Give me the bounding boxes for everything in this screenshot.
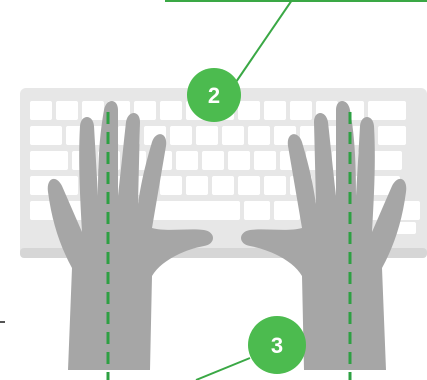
keyboard-key <box>186 176 208 195</box>
keyboard-key <box>264 101 286 120</box>
keyboard-key <box>212 176 234 195</box>
keyboard-key <box>274 201 300 220</box>
keyboard-key <box>160 176 182 195</box>
keyboard-key <box>160 101 182 120</box>
keyboard-key <box>30 201 56 220</box>
badge-3-label: 3 <box>271 333 283 358</box>
keyboard-key <box>248 126 270 145</box>
right-hand <box>241 101 407 370</box>
badge-2: 2 <box>187 68 241 122</box>
keyboard-key <box>82 101 104 120</box>
keyboard-key <box>264 176 286 195</box>
keyboard-key <box>56 101 78 120</box>
badge-2-label: 2 <box>208 83 220 108</box>
keyboard-key <box>202 151 224 170</box>
keyboard-key <box>176 151 198 170</box>
keyboard-key <box>290 101 312 120</box>
badge-3: 3 <box>248 316 306 374</box>
keyboard-key <box>228 151 250 170</box>
keyboard-key <box>238 101 260 120</box>
keyboard-key <box>30 151 68 170</box>
keyboard-key <box>244 201 270 220</box>
keyboard-key <box>134 101 156 120</box>
leader-line-2 <box>235 0 293 83</box>
keyboard-key <box>30 126 62 145</box>
keyboard-key <box>378 126 406 145</box>
keyboard-key <box>170 126 192 145</box>
leader-line-3 <box>195 357 251 380</box>
keyboard-key <box>196 126 218 145</box>
keyboard-key <box>368 101 406 120</box>
keyboard-key <box>30 101 52 120</box>
badge-3-circle <box>248 316 306 374</box>
keyboard-key <box>238 176 260 195</box>
left-hand <box>47 101 214 370</box>
keyboard-key <box>254 151 276 170</box>
badge-2-circle <box>187 68 241 122</box>
keyboard-key <box>222 126 244 145</box>
